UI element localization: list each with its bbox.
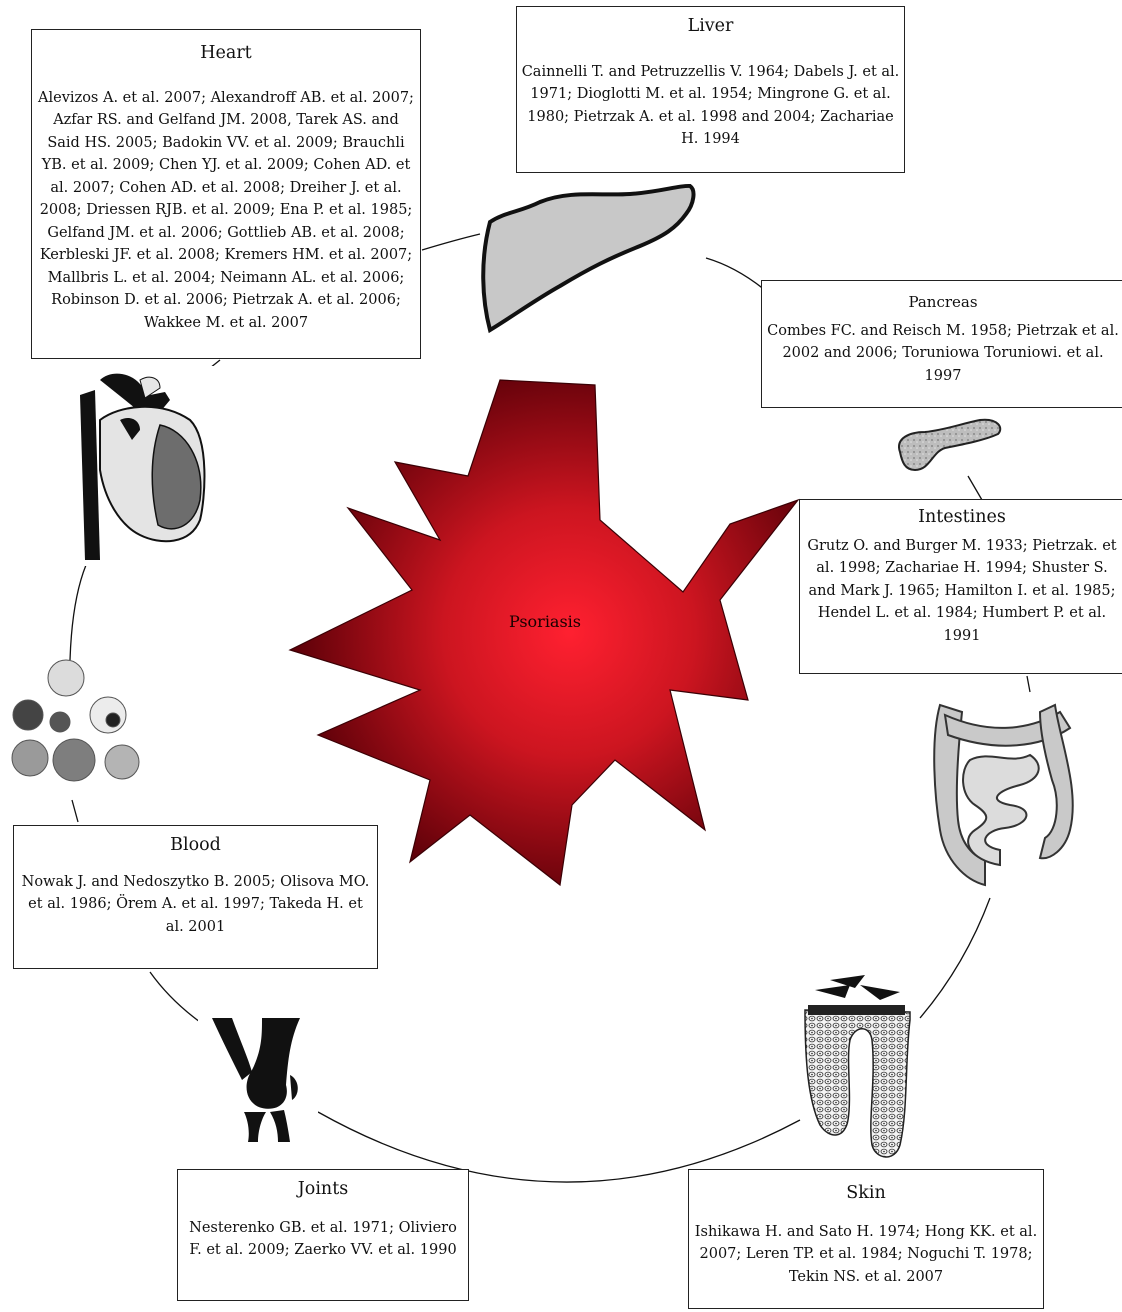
liver-illustration [483,186,693,330]
connector-intestines-intestineimg [1027,676,1030,692]
heart-illustration [66,366,216,566]
skin-title: Skin [693,1182,1039,1205]
connector-heart-liver [422,234,480,250]
skin-references: Ishikawa H. and Sato H. 1974; Hong KK. e… [693,1221,1039,1289]
connector-blood-bloodimg [72,800,78,822]
psoriasis-star [290,380,798,885]
liver-title: Liver [521,15,900,38]
joints-references: Nesterenko GB. et al. 1971; Oliviero F. … [182,1217,464,1262]
connector-intestineimg-skin [920,898,990,1018]
knee-joint-illustration [198,1017,318,1142]
intestines-reference-box: Intestines Grutz O. and Burger M. 1933; … [799,499,1122,674]
connector-bloodimg-heart [70,565,86,660]
connector-joints-blood [150,972,200,1022]
blood-references: Nowak J. and Nedoszytko B. 2005; Olisova… [18,871,373,939]
blood-cells-illustration [12,660,139,781]
blood-reference-box: Blood Nowak J. and Nedoszytko B. 2005; O… [13,825,378,969]
skin-illustration [805,975,910,1157]
intestines-illustration [934,705,1073,885]
heart-references: Alevizos A. et al. 2007; Alexandroff AB.… [36,87,416,335]
pancreas-title: Pancreas [766,291,1120,314]
center-label: Psoriasis [470,612,620,631]
heart-title: Heart [36,42,416,65]
pancreas-references: Combes FC. and Reisch M. 1958; Pietrzak … [766,320,1120,388]
blood-title: Blood [18,834,373,857]
joints-title: Joints [182,1178,464,1201]
pancreas-illustration [899,420,1000,470]
pancreas-reference-box: Pancreas Combes FC. and Reisch M. 1958; … [761,280,1122,408]
intestines-title: Intestines [804,506,1120,529]
intestines-references: Grutz O. and Burger M. 1933; Pietrzak. e… [804,535,1120,648]
heart-reference-box: Heart Alevizos A. et al. 2007; Alexandro… [31,29,421,359]
skin-reference-box: Skin Ishikawa H. and Sato H. 1974; Hong … [688,1169,1044,1309]
joints-reference-box: Joints Nesterenko GB. et al. 1971; Olivi… [177,1169,469,1301]
connector-pancreas-intestines [968,476,982,500]
liver-reference-box: Liver Cainnelli T. and Petruzzellis V. 1… [516,6,905,173]
liver-references: Cainnelli T. and Petruzzellis V. 1964; D… [521,61,900,151]
